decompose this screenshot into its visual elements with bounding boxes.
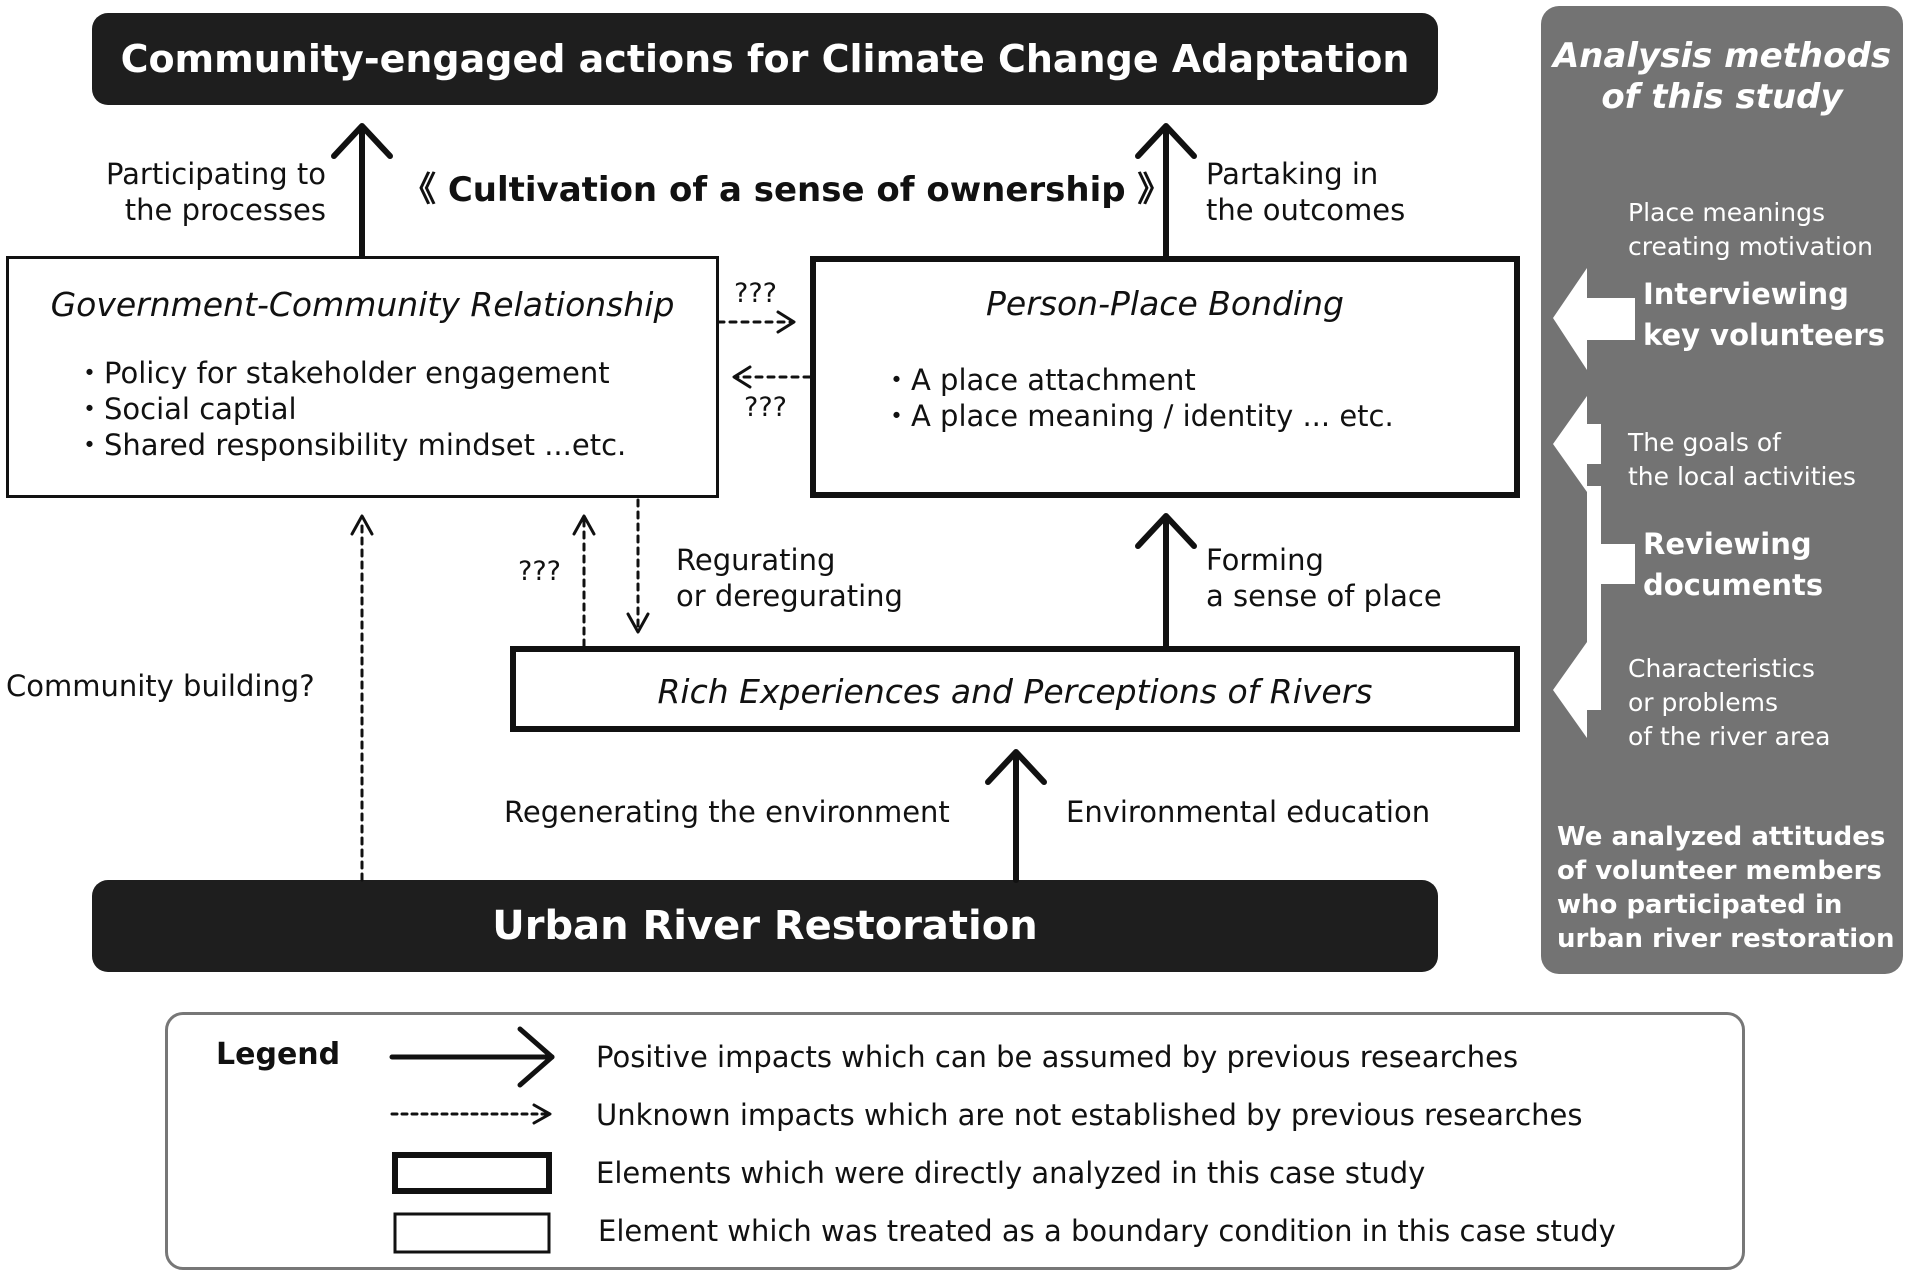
- characteristics-line-1: Characteristics: [1628, 654, 1815, 683]
- legend-title: Legend: [216, 1037, 341, 1072]
- panel-arrows: [1553, 268, 1635, 738]
- regulating-line-1: Regurating: [676, 543, 836, 577]
- person-place-title: Person-Place Bonding: [986, 284, 1344, 323]
- place-meanings-line-2: creating motivation: [1628, 232, 1873, 261]
- bullet-item: ・Shared responsibility mindset ...etc.: [75, 428, 627, 462]
- urban-river-restoration-bar: Urban River Restoration: [92, 880, 1438, 972]
- dashed-arrowhead-rich-to-gov: [572, 514, 596, 536]
- top-goal-bar: Community-engaged actions for Climate Ch…: [92, 13, 1438, 105]
- regulating-line-2: or deregurating: [676, 579, 903, 613]
- unknown-label-2: ???: [744, 392, 787, 423]
- summary-line-3: who participated in: [1557, 890, 1843, 920]
- unknown-label-1: ???: [734, 278, 777, 309]
- interviewing-text: Interviewing key volunteers: [1643, 274, 1885, 356]
- center-caption: 《 Cultivation of a sense of ownership 》: [402, 170, 1172, 210]
- top-goal-text: Community-engaged actions for Climate Ch…: [120, 37, 1410, 81]
- goals-line-2: the local activities: [1628, 462, 1856, 491]
- government-community-box: Government-Community Relationship ・Polic…: [6, 256, 719, 498]
- forming-line-1: Forming: [1206, 543, 1324, 577]
- interviewing-line-2: key volunteers: [1643, 318, 1885, 352]
- legend-thick-box-icon: [392, 1152, 552, 1194]
- community-building-label: Community building?: [6, 669, 315, 703]
- legend-item-boundary: Element which was treated as a boundary …: [598, 1214, 1616, 1248]
- panel-title-line-1: Analysis methods: [1552, 36, 1892, 76]
- characteristics-text: Characteristics or problems of the river…: [1628, 652, 1830, 754]
- legend-solid-arrow-icon: [389, 1026, 555, 1088]
- reviewing-line-2: documents: [1643, 568, 1824, 602]
- dashed-arrowhead-gov-to-rich: [626, 612, 650, 634]
- panel-title: Analysis methods of this study: [1541, 36, 1903, 118]
- bullet-item: ・Policy for stakeholder engagement: [75, 356, 610, 390]
- urban-river-restoration-text: Urban River Restoration: [492, 903, 1038, 949]
- participating-line-1: Participating to: [105, 157, 326, 191]
- rich-experiences-title: Rich Experiences and Perceptions of Rive…: [657, 672, 1373, 711]
- place-meanings-line-1: Place meanings: [1628, 198, 1825, 227]
- participating-label: Participating to the processes: [86, 156, 326, 228]
- dashed-arrowhead-community-building: [350, 514, 374, 536]
- bullet-item: ・A place meaning / identity ... etc.: [882, 399, 1394, 433]
- panel-trunk: [1587, 486, 1601, 672]
- reviewing-text: Reviewing documents: [1643, 524, 1823, 606]
- regenerating-label: Regenerating the environment: [504, 795, 950, 829]
- panel-title-line-2: of this study: [1601, 77, 1843, 117]
- unknown-label-3: ???: [518, 556, 561, 587]
- legend-item-unknown: Unknown impacts which are not establishe…: [596, 1098, 1583, 1132]
- legend-dashed-arrow-icon: [390, 1103, 552, 1125]
- bullet-item: ・A place attachment: [882, 363, 1196, 397]
- legend-item-positive: Positive impacts which can be assumed by…: [596, 1040, 1519, 1074]
- solid-arrow-forming: [1135, 513, 1197, 649]
- person-place-box: Person-Place Bonding ・A place attachment…: [810, 256, 1520, 498]
- panel-branch: [1601, 544, 1635, 584]
- legend-box: Legend Positive impacts which can be ass…: [165, 1012, 1745, 1270]
- rich-experiences-box: Rich Experiences and Perceptions of Rive…: [510, 646, 1520, 732]
- partaking-line-1: Partaking in: [1206, 157, 1379, 191]
- place-meanings-text: Place meanings creating motivation: [1628, 196, 1873, 264]
- legend-symbols: [389, 1026, 555, 1254]
- government-community-title: Government-Community Relationship: [50, 285, 675, 324]
- characteristics-line-2: or problems: [1628, 688, 1778, 717]
- left-arrow-icon: [1553, 642, 1601, 738]
- env-education-label: Environmental education: [1066, 795, 1431, 829]
- summary-line-1: We analyzed attitudes: [1557, 822, 1886, 852]
- characteristics-line-3: of the river area: [1628, 722, 1831, 751]
- summary-line-2: of volunteer members: [1557, 856, 1882, 886]
- panel-summary: We analyzed attitudes of volunteer membe…: [1557, 820, 1895, 956]
- partaking-label: Partaking in the outcomes: [1206, 156, 1405, 228]
- left-arrow-icon: [1553, 268, 1635, 370]
- person-place-bullets: ・A place attachment ・A place meaning / i…: [882, 362, 1394, 434]
- solid-arrow-partaking: [1135, 123, 1197, 259]
- analysis-methods-panel: Analysis methods of this study Place mea…: [1541, 6, 1903, 974]
- forming-label: Forming a sense of place: [1206, 542, 1442, 614]
- partaking-line-2: the outcomes: [1206, 193, 1406, 227]
- solid-arrow-participating: [331, 123, 393, 259]
- forming-line-2: a sense of place: [1206, 579, 1442, 613]
- dashed-arrowhead-gov-to-person: [776, 310, 796, 334]
- participating-line-2: the processes: [124, 193, 326, 227]
- goals-text: The goals of the local activities: [1628, 426, 1856, 494]
- left-arrow-icon: [1553, 396, 1601, 492]
- legend-item-analyzed: Elements which were directly analyzed in…: [596, 1156, 1426, 1190]
- interviewing-line-1: Interviewing: [1643, 277, 1849, 311]
- dashed-arrowhead-person-to-gov: [732, 365, 752, 389]
- legend-thin-box-icon: [393, 1212, 551, 1254]
- reviewing-line-1: Reviewing: [1643, 527, 1812, 561]
- government-community-bullets: ・Policy for stakeholder engagement ・Soci…: [75, 355, 626, 463]
- summary-line-4: urban river restoration: [1557, 924, 1895, 954]
- solid-arrow-restoration-to-rich: [985, 749, 1047, 883]
- bullet-item: ・Social captial: [75, 392, 297, 426]
- regulating-label: Regurating or deregurating: [676, 542, 903, 614]
- goals-line-1: The goals of: [1628, 428, 1781, 457]
